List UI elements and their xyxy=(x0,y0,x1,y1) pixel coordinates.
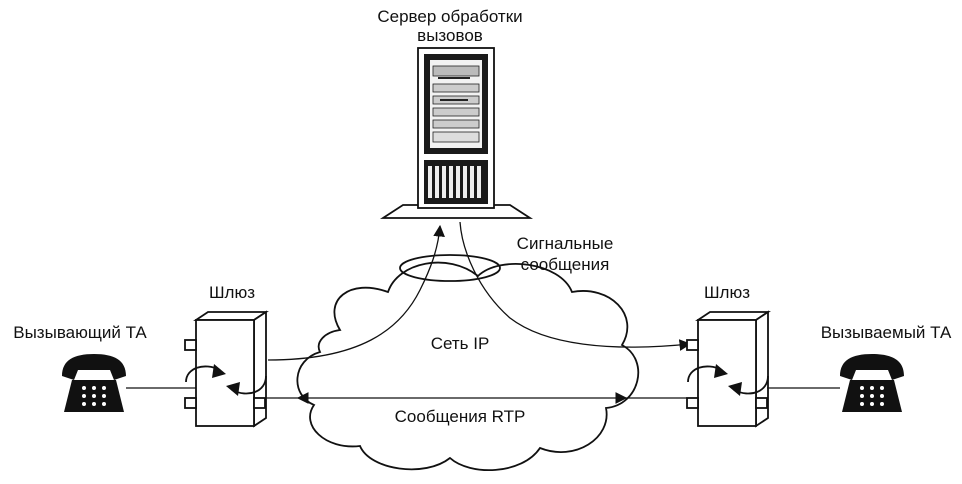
gateway-right-icon xyxy=(686,310,771,428)
gateway-right-label: Шлюз xyxy=(704,283,750,302)
signaling-arrow-to-gateway xyxy=(459,221,692,351)
gateway-left-label: Шлюз xyxy=(209,283,255,302)
network-label: Сеть IP xyxy=(431,334,490,353)
signaling-label-line2: сообщения xyxy=(521,255,610,274)
server-label-line1: Сервер обработки xyxy=(377,7,522,26)
phone-left-label: Вызывающий ТА xyxy=(13,323,147,342)
ip-network-cloud xyxy=(296,261,640,472)
call-server-icon xyxy=(379,47,534,219)
phone-right-label: Вызываемый ТА xyxy=(821,323,952,342)
signaling-arrow-to-server xyxy=(267,224,445,361)
signaling-ring xyxy=(399,254,501,282)
signaling-label-line1: Сигнальные xyxy=(517,234,614,253)
called-phone-icon xyxy=(840,354,904,412)
gateway-left-icon xyxy=(184,310,269,428)
rtp-label: Сообщения RTP xyxy=(395,407,526,426)
calling-phone-icon xyxy=(62,354,126,412)
server-label-line2: вызовов xyxy=(417,26,483,45)
